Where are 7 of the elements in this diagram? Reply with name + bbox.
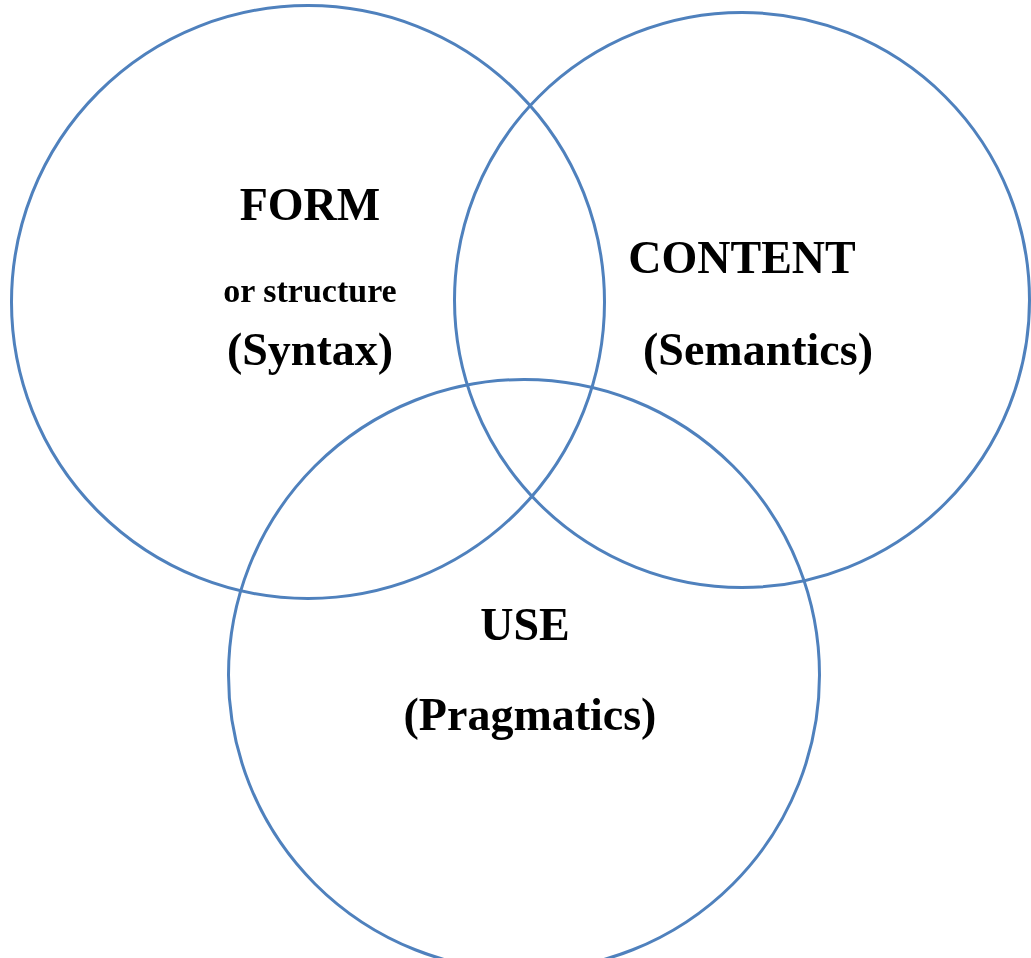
circle-heading: CONTENT [628,235,856,281]
circle-heading: FORM [239,182,381,228]
circle-subtitle: (Semantics) [643,327,873,373]
circle-subtitle: (Pragmatics) [403,692,657,738]
circle-subtitle: or structure [223,274,397,308]
circle-subtitle: (Syntax) [226,327,394,373]
circle-heading: USE [480,602,570,648]
